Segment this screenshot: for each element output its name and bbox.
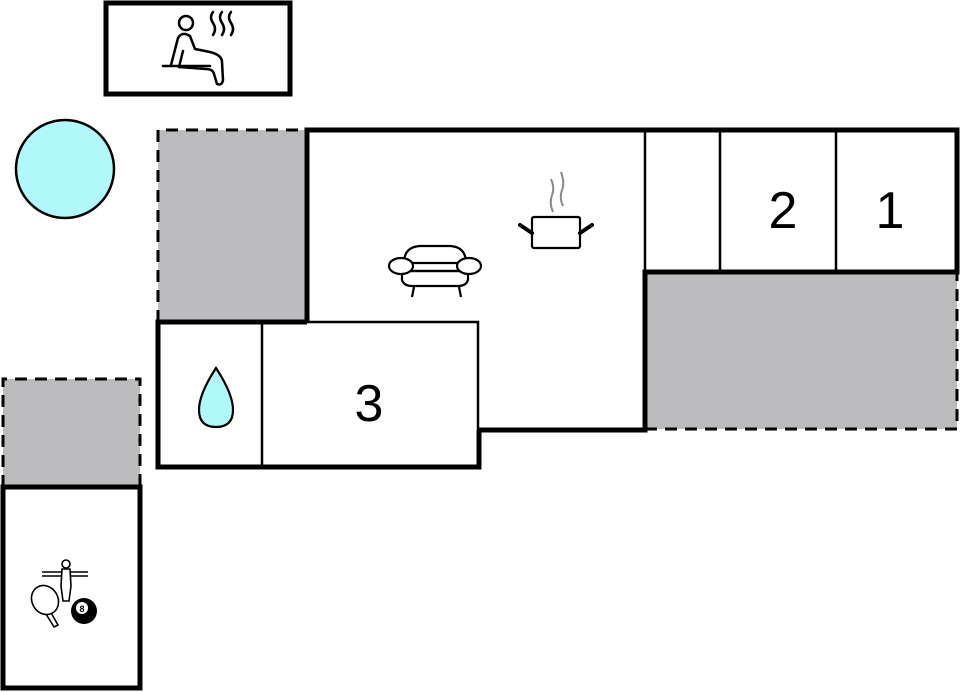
room-label-bedroom-2: 2 [769,182,798,240]
cooking-pot-icon [518,171,594,250]
terrace-top-left [156,128,307,322]
room-dividers [643,130,838,272]
billiard-ball-number: 8 [79,604,84,614]
terrace-bottom-left [1,377,142,487]
sauna-icon [161,10,235,86]
living-kitchen-room [304,127,960,433]
sauna-room [103,0,293,97]
foosball-icon [42,559,88,602]
room-label-bedroom-1: 1 [876,182,905,240]
terrace-right [645,272,959,431]
room-label-bedroom-3: 3 [355,375,384,433]
pool-icon [14,118,116,220]
billiard-ball-icon: 8 [71,598,97,624]
sofa-icon [387,244,483,298]
table-tennis-icon [30,584,60,629]
water-drop-icon [197,365,235,429]
bedroom-3-block [155,319,482,470]
